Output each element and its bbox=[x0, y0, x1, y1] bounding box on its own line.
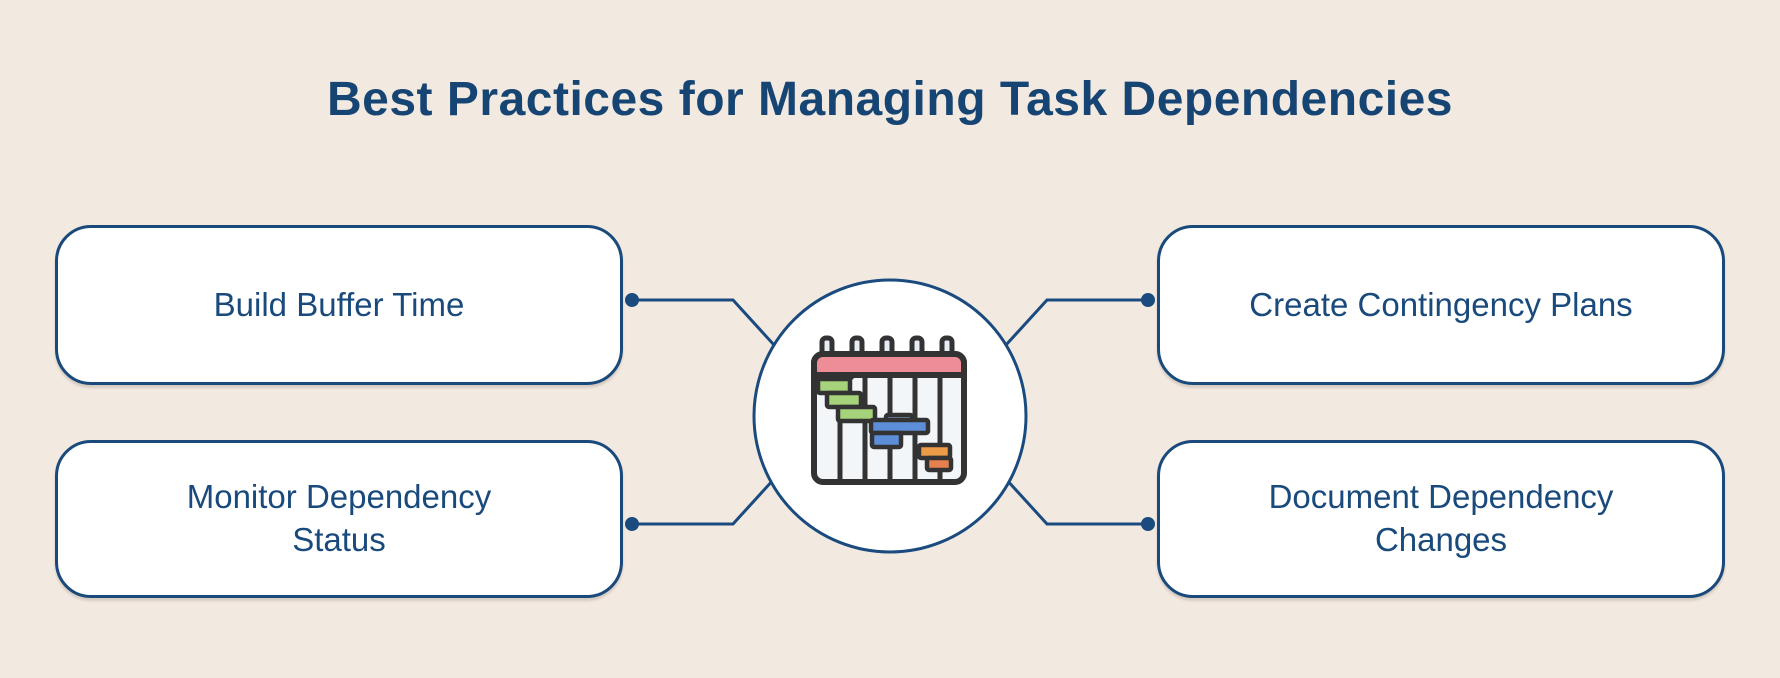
box-build-buffer-time: Build Buffer Time bbox=[55, 225, 623, 385]
gantt-bar-green-3 bbox=[835, 404, 878, 424]
box-label-line: Status bbox=[292, 521, 386, 558]
connector-dot-top-right bbox=[1141, 293, 1155, 307]
box-label-line: Changes bbox=[1374, 521, 1508, 558]
gantt-bar-blue-2 bbox=[869, 430, 904, 450]
box-monitor-dependency-status: Monitor Dependency Status bbox=[55, 440, 623, 598]
box-create-contingency-plans: Create Contingency Plans bbox=[1157, 225, 1725, 385]
gantt-bar-orange-2 bbox=[924, 455, 954, 473]
connector-dot-top-left bbox=[625, 293, 639, 307]
calendar-header bbox=[811, 351, 967, 378]
box-label-line: Build Buffer Time bbox=[213, 285, 465, 323]
box-document-dependency-changes: Document Dependency Changes bbox=[1157, 440, 1725, 598]
box-label-line: Monitor Dependency bbox=[186, 478, 492, 516]
page-title: Best Practices for Managing Task Depende… bbox=[327, 73, 1453, 126]
box-label-line: Create Contingency Plans bbox=[1249, 285, 1633, 323]
connector-dot-bottom-right bbox=[1141, 517, 1155, 531]
box-label-line: Document Dependency bbox=[1268, 478, 1614, 516]
connector-dot-bottom-left bbox=[625, 517, 639, 531]
gantt-calendar-icon bbox=[811, 335, 967, 485]
